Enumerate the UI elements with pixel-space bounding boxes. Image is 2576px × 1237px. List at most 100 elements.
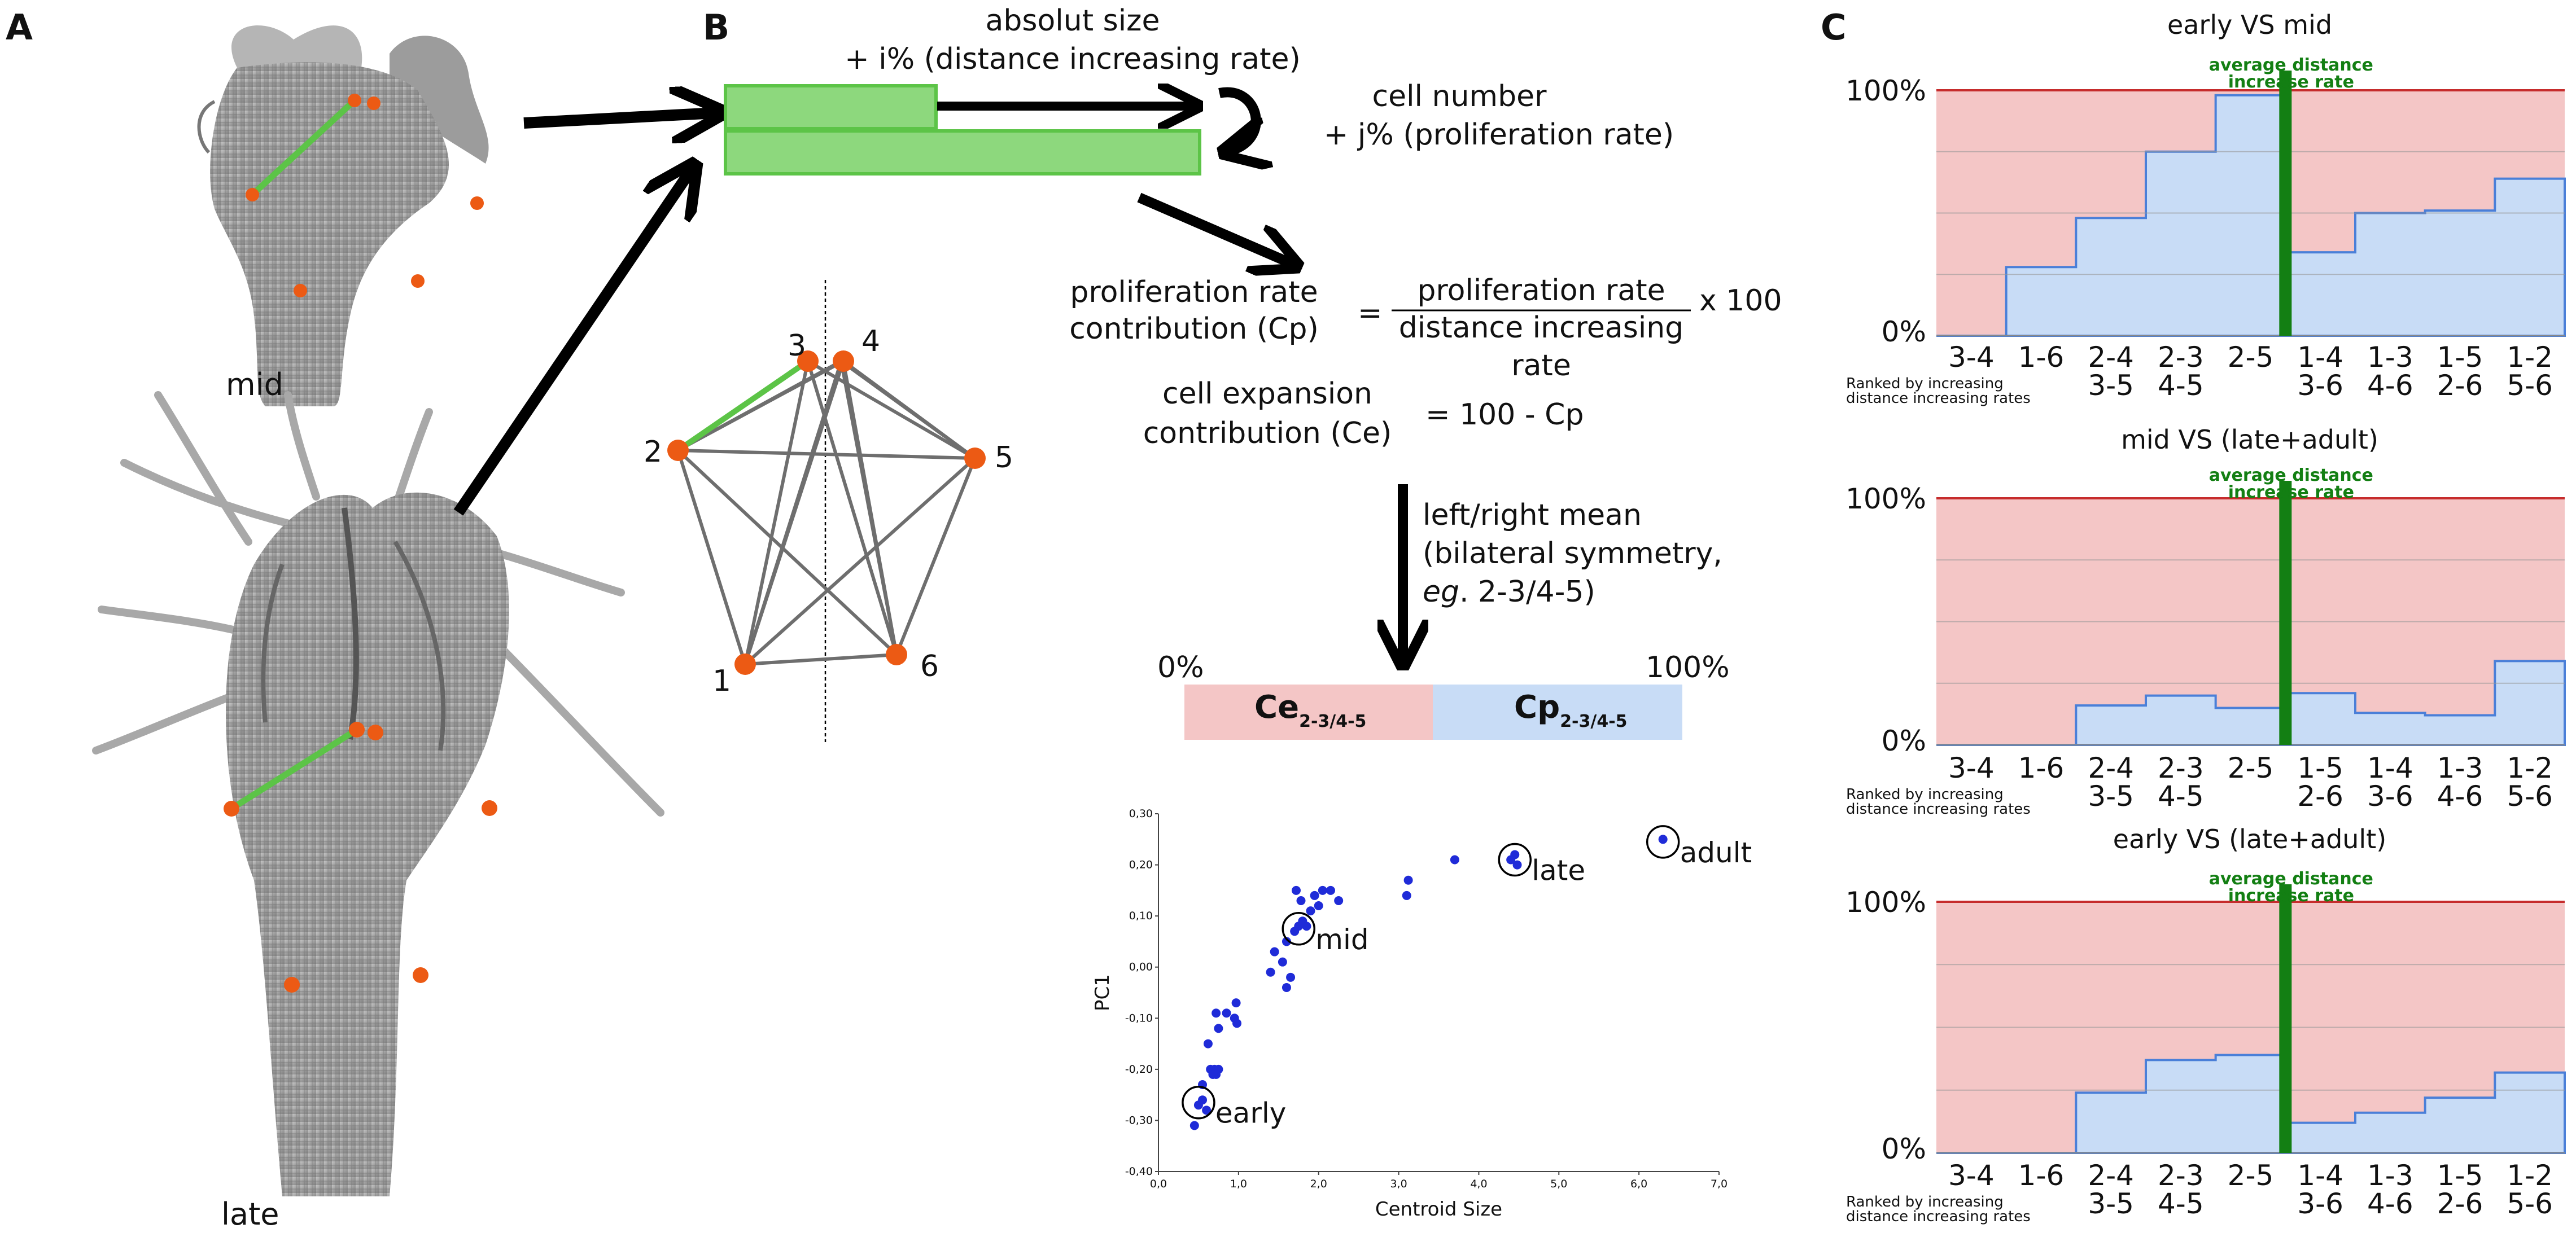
category-label: 1-4 bbox=[2297, 1159, 2343, 1192]
category-label-2: 4-6 bbox=[2437, 780, 2483, 813]
scatter-point bbox=[1402, 891, 1411, 900]
scatter-y-tick-label: 0,20 bbox=[1129, 859, 1153, 871]
size-text-2: + i% (distance increasing rate) bbox=[845, 42, 1301, 76]
chart-title: mid VS (late+adult) bbox=[2121, 424, 2378, 455]
landmark-1: 1 bbox=[712, 664, 731, 698]
ranked-note-2: distance increasing rates bbox=[1846, 801, 2031, 818]
ce-bar-segment bbox=[1184, 685, 1433, 740]
bar-increased-size bbox=[724, 129, 1201, 176]
mean-text-2: (bilateral symmetry, bbox=[1423, 537, 1722, 571]
category-label-2: 3-5 bbox=[2088, 1187, 2134, 1220]
fraction-denominator-1: distance increasing bbox=[1399, 311, 1683, 345]
category-label: 1-3 bbox=[2367, 341, 2413, 374]
category-label: 1-2 bbox=[2507, 341, 2553, 374]
y-label-100: 100% bbox=[1845, 74, 1926, 107]
scatter-annotation-circle bbox=[1182, 1085, 1215, 1120]
category-label-2: 5-6 bbox=[2507, 1187, 2553, 1220]
bar-100-label: 100% bbox=[1646, 651, 1730, 685]
landmark-3: 3 bbox=[788, 329, 806, 363]
category-label: 1-4 bbox=[2367, 752, 2413, 784]
category-label-2: 2-6 bbox=[2437, 1187, 2483, 1220]
y-label-0: 0% bbox=[1882, 1133, 1926, 1165]
scatter-x-tick-label: 3,0 bbox=[1390, 1178, 1407, 1190]
scatter-point bbox=[1214, 1024, 1223, 1033]
ranked-note-1: Ranked by increasing bbox=[1846, 1194, 2004, 1210]
category-label: 3-4 bbox=[1948, 341, 1995, 374]
category-label-2: 2-6 bbox=[2297, 780, 2343, 813]
scatter-point bbox=[1450, 855, 1459, 865]
chart-title: early VS mid bbox=[2167, 10, 2332, 40]
scatter-x-tick-label: 1,0 bbox=[1230, 1178, 1247, 1190]
scatter-x-tick-label: 4,0 bbox=[1470, 1178, 1487, 1190]
scatter-point bbox=[1510, 850, 1520, 859]
fraction-numerator: proliferation rate bbox=[1417, 274, 1665, 308]
arrow-proliferation-loop bbox=[1219, 87, 1256, 151]
average-label-1: average distance bbox=[2209, 869, 2373, 889]
average-marker bbox=[2279, 884, 2292, 1153]
category-label-2: 3-5 bbox=[2088, 780, 2134, 813]
category-label-2: 4-5 bbox=[2158, 1187, 2204, 1220]
scatter-point bbox=[1296, 896, 1306, 905]
ranked-note-1: Ranked by increasing bbox=[1846, 375, 2004, 392]
cell-text-1: cell number bbox=[1372, 80, 1547, 113]
scatter-point bbox=[1334, 896, 1344, 905]
scatter-point bbox=[1512, 860, 1522, 870]
scatter-y-tick-label: 0,10 bbox=[1129, 910, 1153, 922]
scatter-x-tick-label: 6,0 bbox=[1630, 1178, 1647, 1190]
fraction-denominator-2: rate bbox=[1511, 349, 1571, 383]
category-label-2: 2-6 bbox=[2437, 369, 2483, 402]
scatter-annotation-circle bbox=[1498, 843, 1532, 877]
category-label: 1-6 bbox=[2018, 752, 2065, 784]
bar-0-label: 0% bbox=[1157, 651, 1204, 685]
category-label-2: 4-5 bbox=[2158, 369, 2204, 402]
scatter-x-tick-label: 5,0 bbox=[1550, 1178, 1567, 1190]
scatter-point bbox=[1318, 885, 1327, 895]
scatter-annotation-circle bbox=[1282, 912, 1315, 946]
average-marker bbox=[2279, 481, 2292, 745]
scatter-point bbox=[1189, 1121, 1199, 1130]
category-label-2: 3-6 bbox=[2297, 1187, 2343, 1220]
category-label: 1-3 bbox=[2367, 1159, 2413, 1192]
cp-label-2: contribution (Cp) bbox=[1069, 312, 1319, 346]
scatter-point bbox=[1232, 1019, 1242, 1028]
category-label: 1-5 bbox=[2437, 1159, 2483, 1192]
category-label: 2-5 bbox=[2228, 341, 2274, 374]
landmarks-late bbox=[224, 722, 497, 993]
landmark-4: 4 bbox=[861, 324, 880, 358]
sem-image-late bbox=[92, 391, 664, 1196]
scatter-y-tick-label: -0,10 bbox=[1125, 1012, 1153, 1024]
average-label-1: average distance bbox=[2209, 55, 2373, 75]
cell-text-2: + j% (proliferation rate) bbox=[1324, 118, 1674, 152]
size-text-1: absolut size bbox=[986, 4, 1160, 38]
scatter-annotation-circle bbox=[1646, 825, 1680, 859]
scatter-point bbox=[1314, 901, 1323, 911]
category-label: 1-4 bbox=[2297, 341, 2343, 374]
ranked-note-2: distance increasing rates bbox=[1846, 390, 2031, 407]
label-late: late bbox=[221, 1196, 279, 1232]
label-mid: mid bbox=[226, 367, 283, 402]
ranked-note-2: distance increasing rates bbox=[1846, 1208, 2031, 1225]
arrow-mid-to-bars bbox=[523, 113, 716, 123]
category-label: 1-6 bbox=[2018, 1159, 2065, 1192]
bar-absolute-size bbox=[724, 84, 938, 130]
ranked-note-1: Ranked by increasing bbox=[1846, 786, 2004, 803]
scatter-point bbox=[1403, 875, 1413, 885]
scatter-point bbox=[1208, 1069, 1218, 1079]
cp-bar-label: Cp2-3/4-5 bbox=[1514, 689, 1628, 731]
category-label: 2-4 bbox=[2088, 1159, 2134, 1192]
category-label: 2-3 bbox=[2158, 1159, 2204, 1192]
scatter-y-tick-label: -0,20 bbox=[1125, 1063, 1153, 1076]
category-label-2: 3-6 bbox=[2297, 369, 2343, 402]
ce-label-2: contribution (Ce) bbox=[1143, 416, 1392, 450]
landmarks-mid bbox=[246, 94, 484, 297]
cp-label-1: proliferation rate bbox=[1070, 275, 1318, 309]
category-label: 2-4 bbox=[2088, 752, 2134, 784]
average-label-2: increase rate bbox=[2228, 886, 2354, 906]
mean-text-3: eg. 2-3/4-5) bbox=[1423, 575, 1595, 609]
scatter-y-tick-label: -0,40 bbox=[1125, 1165, 1153, 1178]
scatter-point bbox=[1266, 967, 1275, 977]
